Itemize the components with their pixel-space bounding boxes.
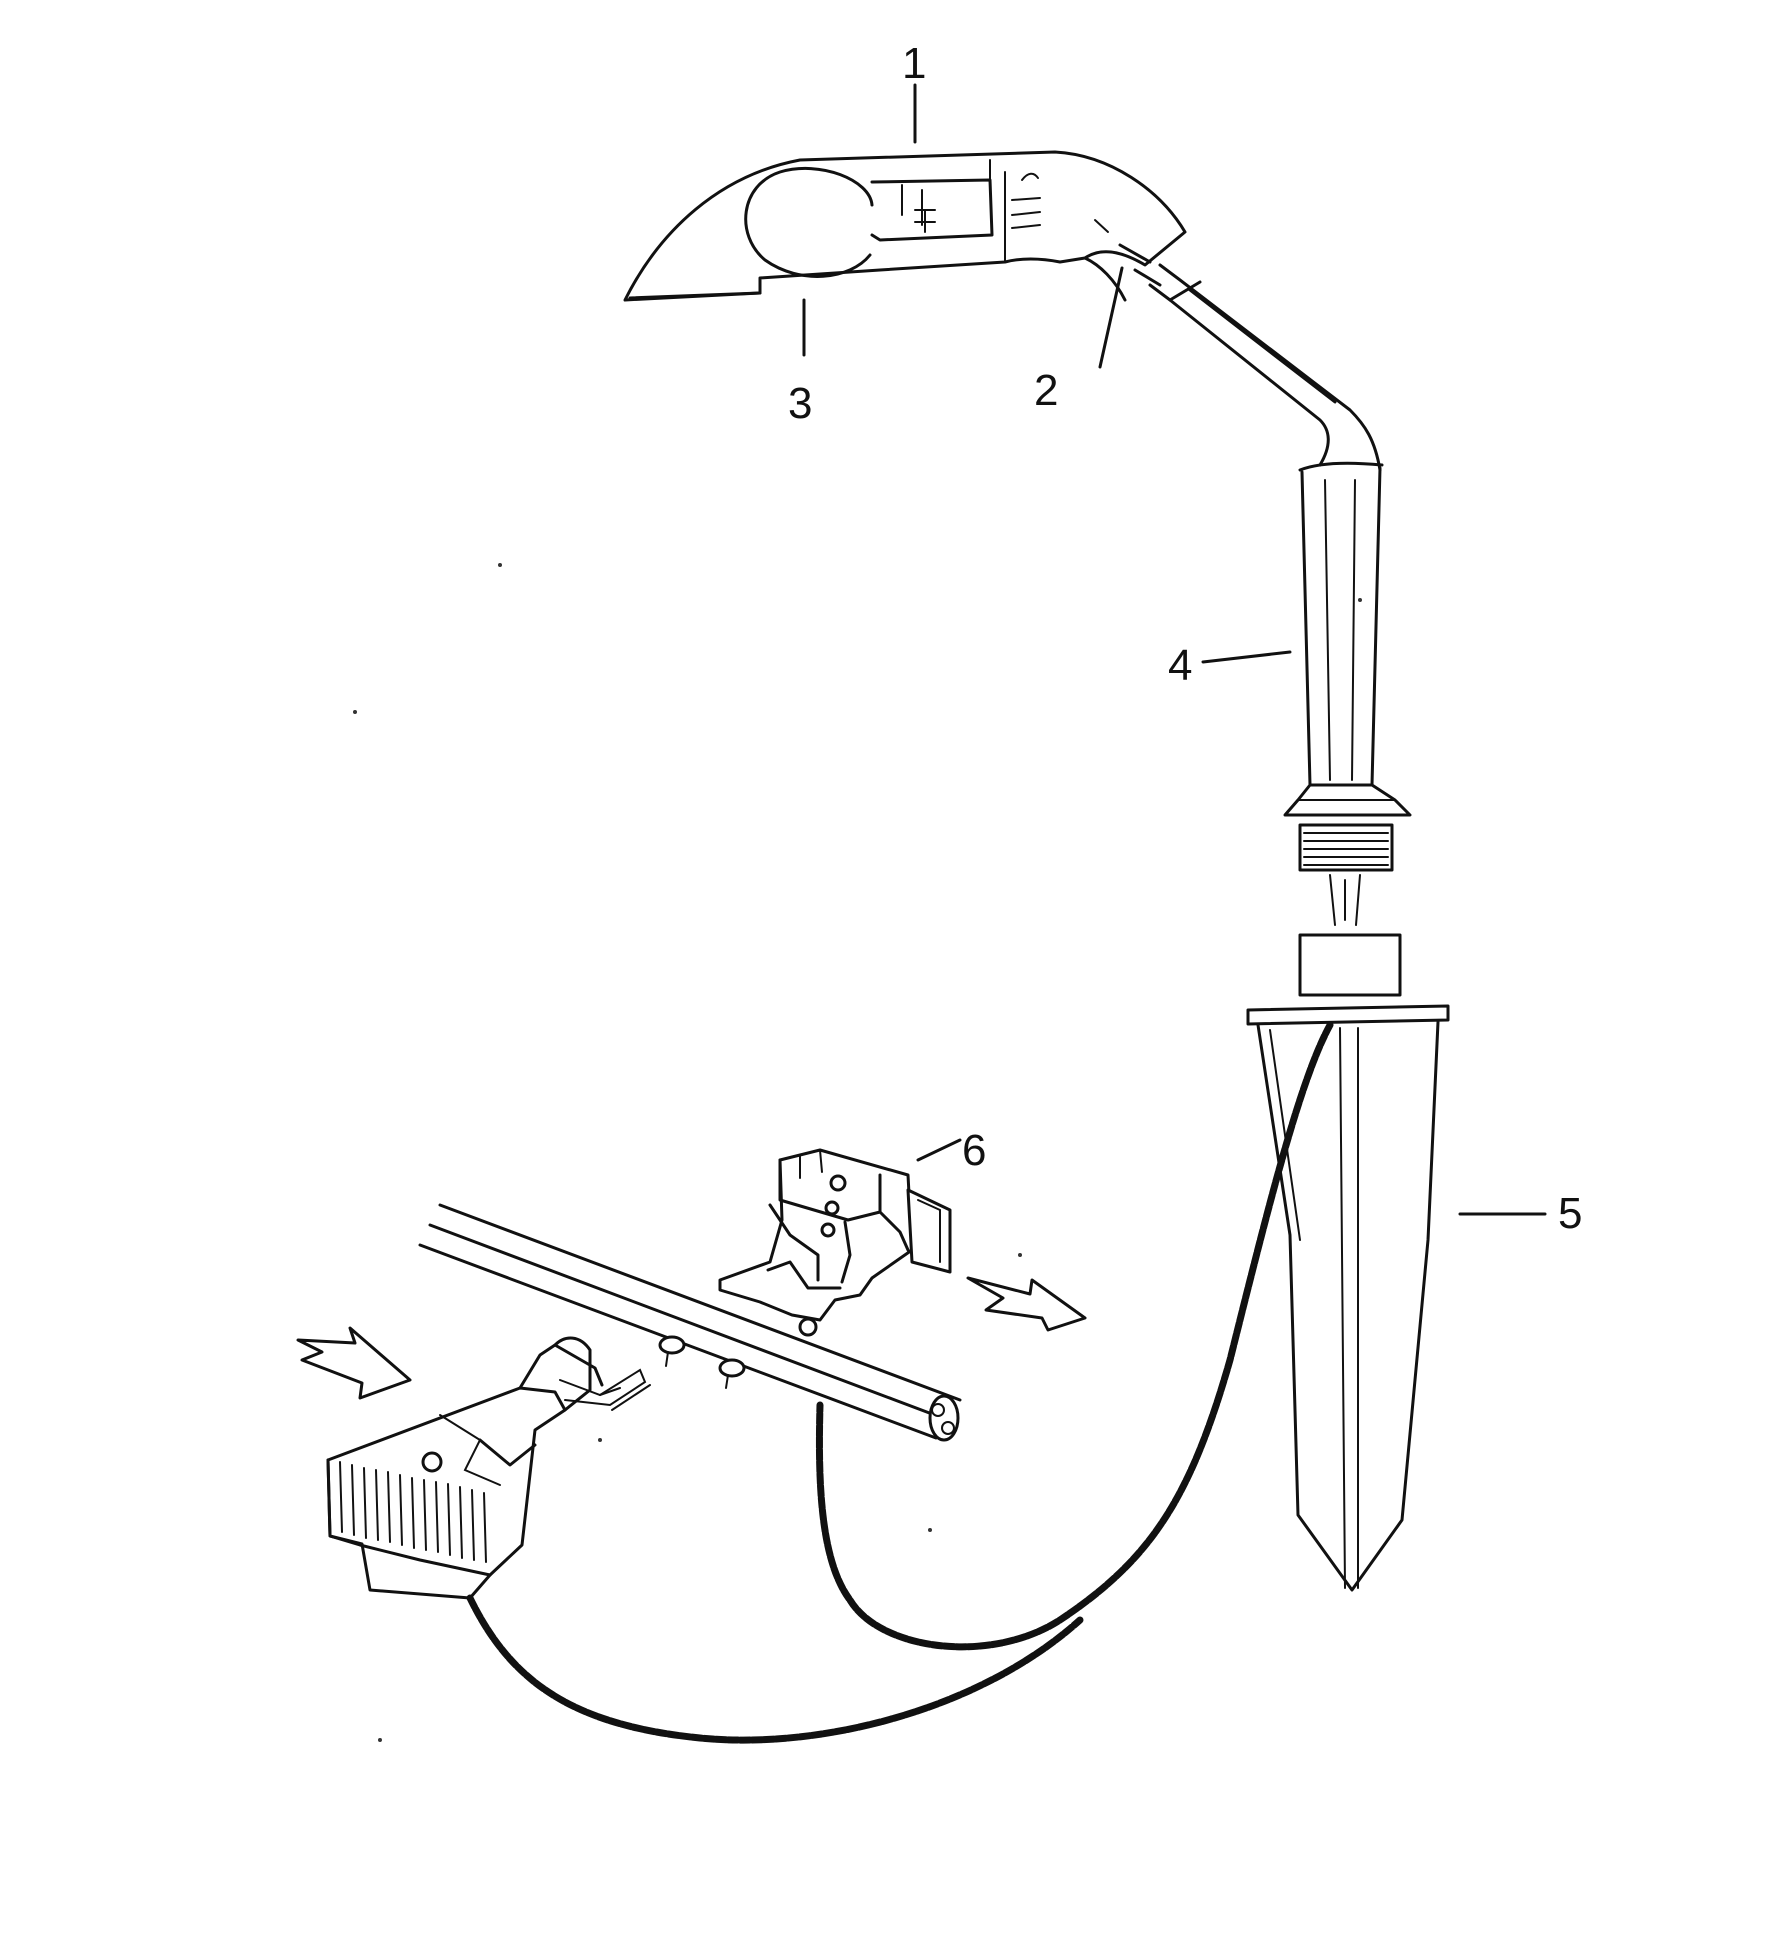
insertion-arrow-right	[966, 1276, 1087, 1332]
label-2: 2	[1034, 366, 1058, 415]
label-3: 3	[788, 379, 812, 428]
scan-specks	[353, 563, 1362, 1742]
pole-collar	[1283, 783, 1412, 817]
leader-lines	[802, 83, 1547, 1216]
threaded-connector	[1298, 823, 1394, 926]
label-6: 6	[962, 1126, 986, 1175]
power-cords	[466, 1021, 1334, 1744]
label-1: 1	[902, 39, 926, 88]
tap-connector	[718, 1148, 952, 1337]
lamp-joint	[1094, 219, 1162, 287]
lamp-pole	[1298, 461, 1384, 787]
label-4: 4	[1168, 641, 1192, 690]
lamp-head	[623, 150, 1187, 302]
insertion-arrow-left	[296, 1326, 412, 1400]
label-5: 5	[1558, 1189, 1582, 1238]
plug-connector	[326, 1336, 651, 1600]
ground-spike	[1246, 933, 1450, 1592]
rail-bolts	[658, 1335, 746, 1389]
lamp-socket	[870, 159, 1041, 263]
lamp-arm	[1148, 263, 1382, 472]
lamp-bulb	[744, 166, 874, 278]
